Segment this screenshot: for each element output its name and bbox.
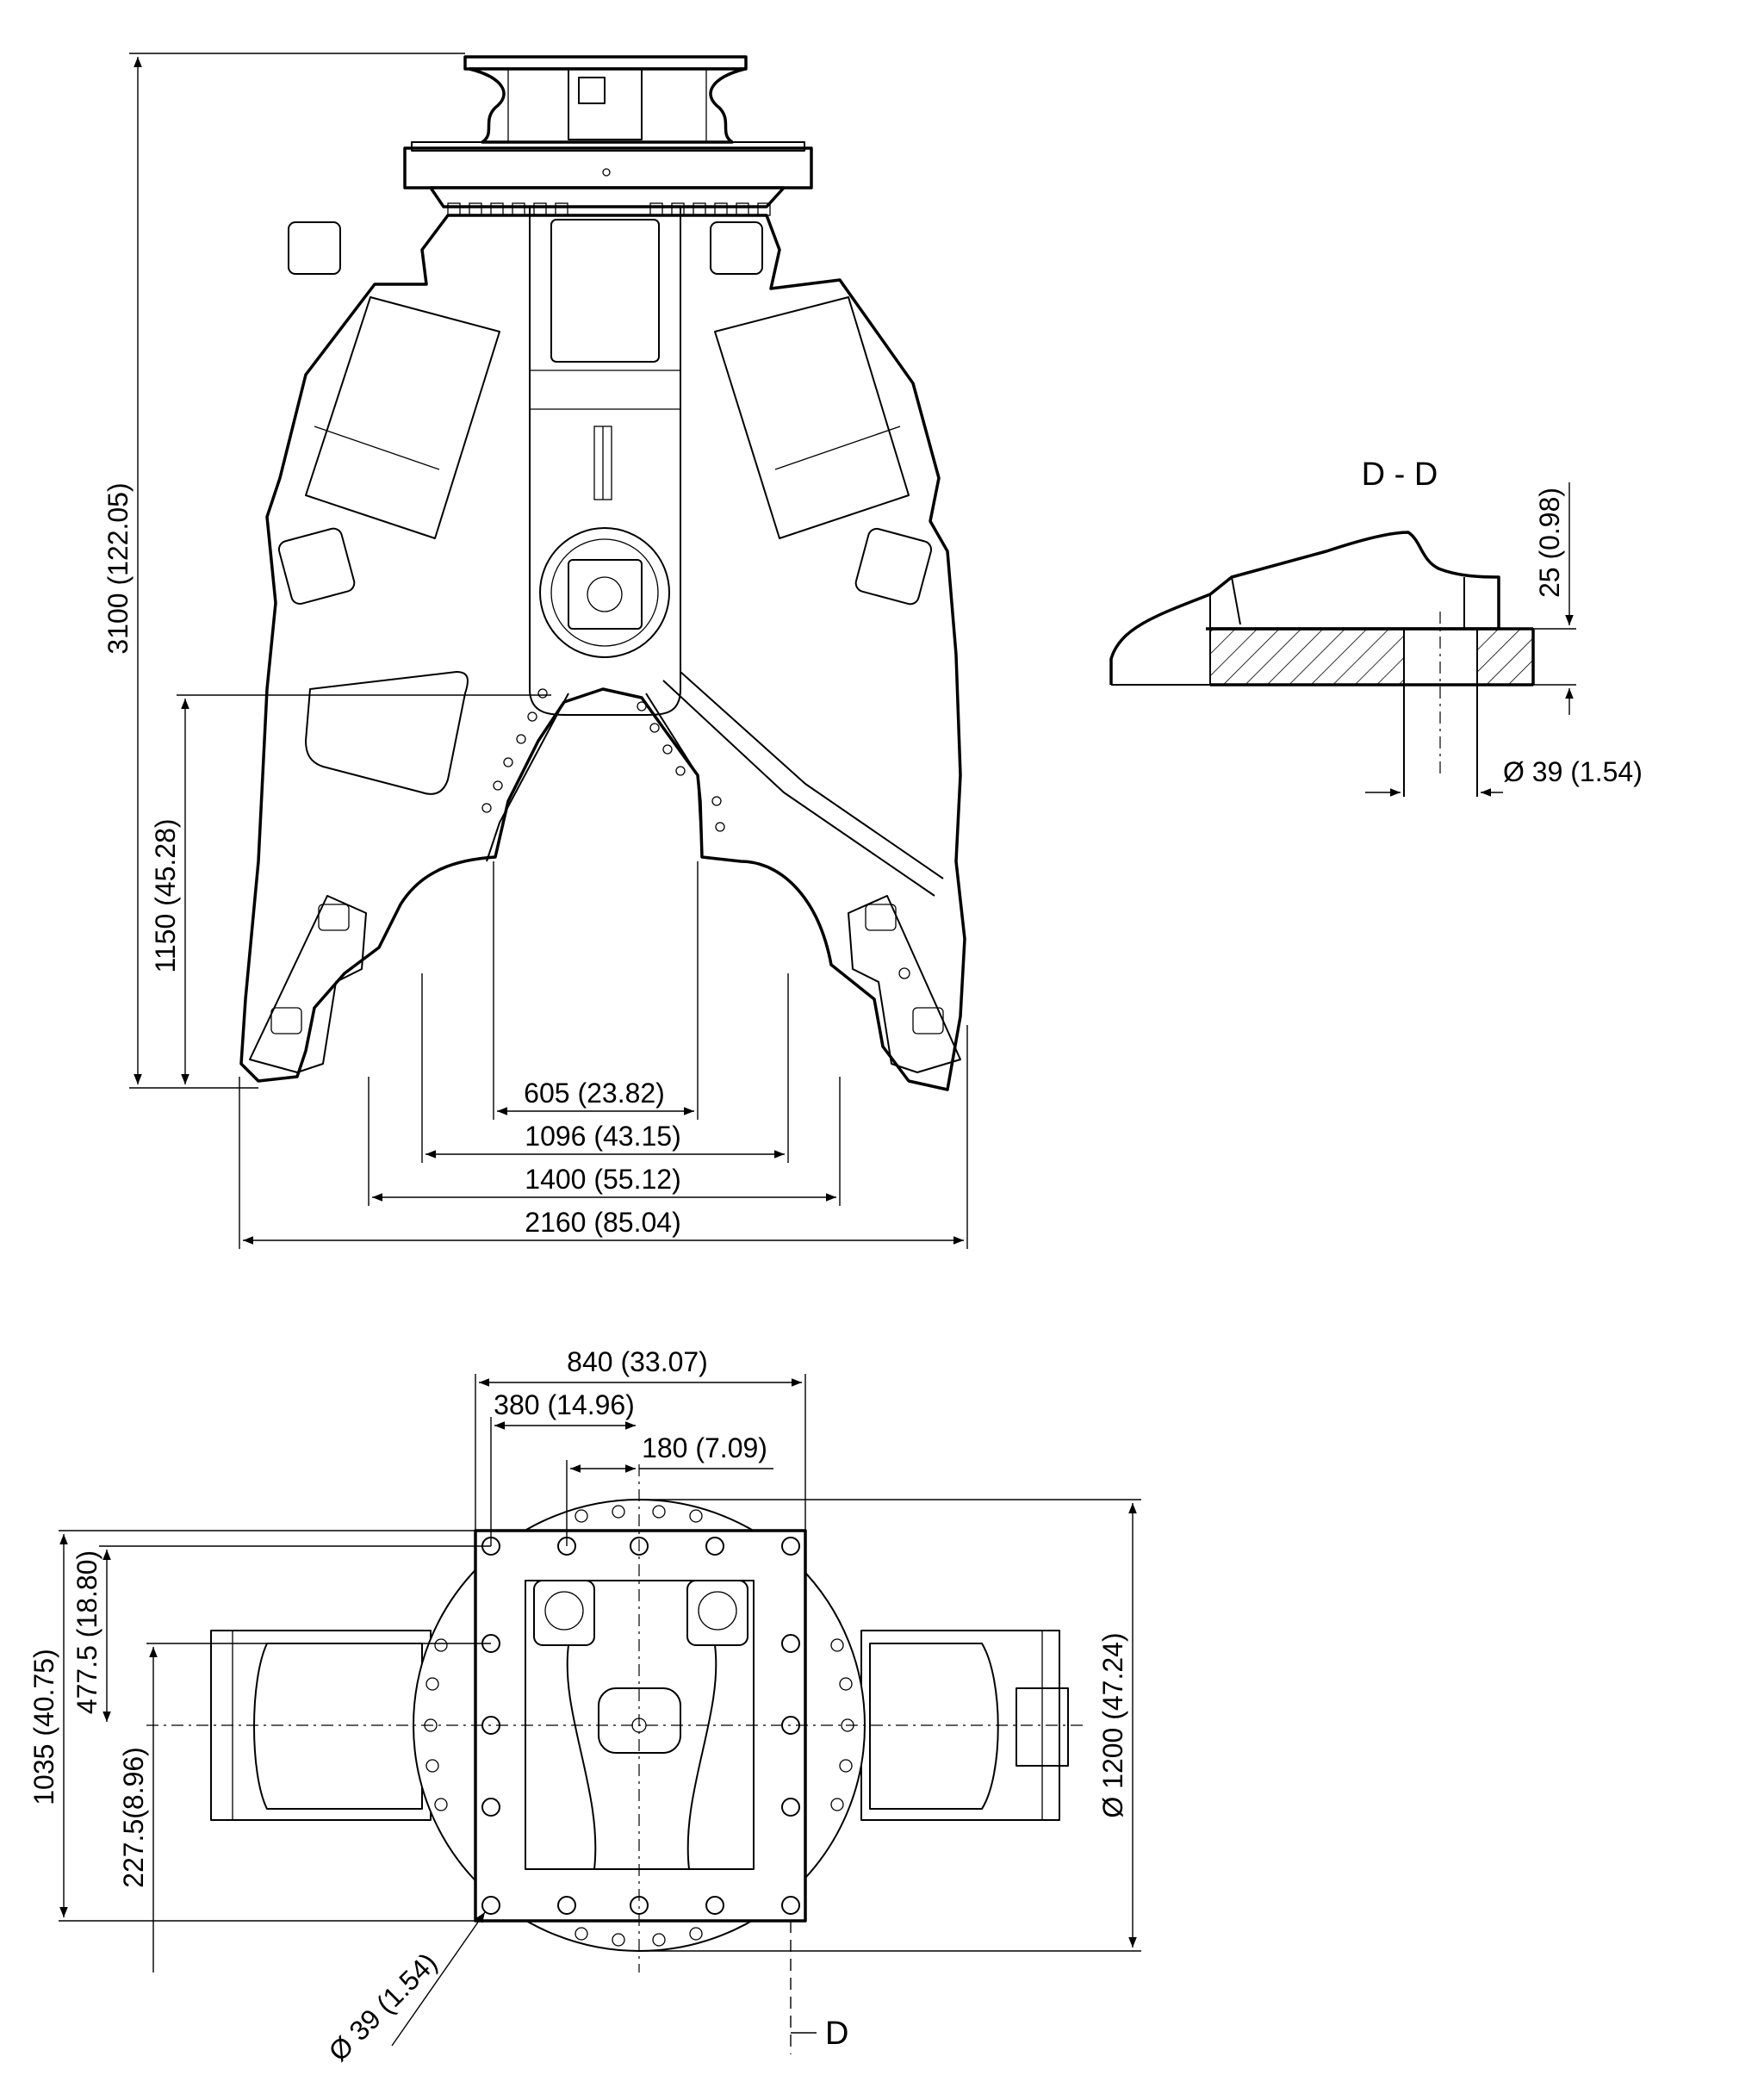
- total-height-label: 3100 (122.05): [102, 482, 134, 654]
- right-cylinder: [714, 296, 910, 539]
- jaw-opening-inner-label: 605 (23.82): [524, 1078, 665, 1109]
- plate-thickness-label: 25 (0.98): [1534, 488, 1565, 598]
- front-dimensions: 3100 (122.05) 1150 (45.28) 605 (23.82) 1…: [102, 53, 968, 1249]
- jaw-opening-mid-label: 1096 (43.15): [525, 1121, 680, 1152]
- section-title: D - D: [1362, 457, 1438, 493]
- pivot-housing: [539, 527, 670, 658]
- top-view: D: [146, 1464, 1085, 2054]
- cylinder-offset-label: 227.5(8.96): [118, 1747, 149, 1888]
- jaw-opening-outer-label: 1400 (55.12): [525, 1164, 680, 1195]
- left-jaw-tip: [249, 895, 367, 1073]
- total-width-label: 2160 (85.04): [525, 1207, 680, 1238]
- top-dimensions: 840 (33.07) 380 (14.96) 180 (7.09) 1035 …: [28, 1346, 1141, 2067]
- front-view: [239, 55, 966, 1091]
- section-hatch-left: [1209, 628, 1405, 686]
- bolt-offset-1-label: 380 (14.96): [494, 1389, 635, 1420]
- left-cylinder: [305, 296, 500, 539]
- rotator-head: [403, 55, 813, 216]
- section-marker-label: D: [825, 2016, 848, 2052]
- right-jaw-tip: [848, 895, 961, 1073]
- top-hole-diameter-label: Ø 39 (1.54): [322, 1947, 443, 2067]
- shear-body-outline: [239, 214, 966, 1091]
- overall-depth-label: 1035 (40.75): [28, 1649, 59, 1805]
- bolt-pattern-width-label: 840 (33.07): [567, 1346, 708, 1377]
- jaw-bolts: [481, 688, 725, 832]
- section-view: D - D 25 (0.98) Ø 39 (1.54): [1109, 457, 1643, 797]
- section-hatch-right: [1476, 628, 1534, 686]
- left-cylinder-top: [210, 1630, 432, 1821]
- plate-bolt-holes: [481, 1537, 800, 1915]
- rotator-diameter-label: Ø 1200 (47.24): [1097, 1632, 1128, 1817]
- section-hole-label: Ø 39 (1.54): [1503, 756, 1643, 787]
- bolt-pattern-half-label: 477.5 (18.80): [71, 1550, 102, 1714]
- jaw-height-label: 1150 (45.28): [150, 818, 181, 972]
- bolt-offset-2-label: 180 (7.09): [642, 1432, 767, 1463]
